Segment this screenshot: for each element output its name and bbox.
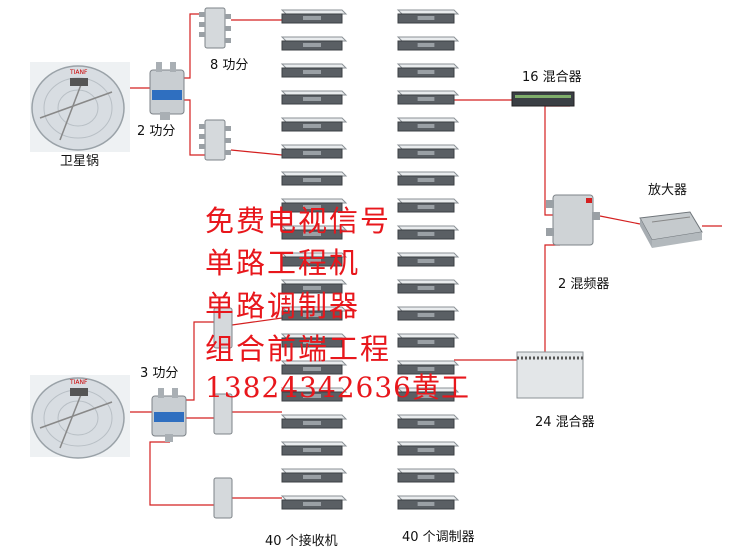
modulators-label: 40 个调制器: [402, 526, 475, 545]
modulator-unit: [398, 307, 458, 320]
receiver-unit: [282, 10, 346, 23]
receiver-unit: [282, 118, 346, 131]
svg-text:TIANF: TIANF: [69, 69, 88, 76]
modulator-unit: [398, 199, 458, 212]
modulator-unit: [398, 226, 458, 239]
receiver-unit: [282, 442, 346, 455]
cable: [545, 245, 560, 352]
cable: [150, 442, 214, 505]
receiver-unit: [282, 145, 346, 158]
promo-line-2: 单路工程机: [205, 240, 360, 282]
receiver-unit: [282, 37, 346, 50]
modulator-unit: [398, 334, 458, 347]
amplifier-label: 放大器: [648, 179, 687, 198]
receiver-unit: [282, 172, 346, 185]
two-splitter-label: 2 功分: [137, 120, 175, 139]
modulator-stack: [398, 10, 458, 509]
promo-line-1: 免费电视信号: [205, 198, 391, 240]
mixer16-label: 16 混合器: [522, 66, 582, 85]
receivers-label: 40 个接收机: [265, 530, 338, 549]
eight-way-splitter-top: [199, 8, 231, 48]
receiver-unit: [282, 91, 346, 104]
modulator-unit: [398, 10, 458, 23]
satellite-dish-label: 卫星锅: [60, 150, 99, 169]
modulator-unit: [398, 469, 458, 482]
cable: [231, 150, 282, 155]
modulator-unit: [398, 91, 458, 104]
modulator-unit: [398, 145, 458, 158]
three-splitter-label: 3 功分: [140, 362, 178, 381]
modulator-unit: [398, 64, 458, 77]
two-way-diplexer: [546, 195, 600, 245]
three-way-splitter: [152, 388, 186, 442]
modulator-unit: [398, 118, 458, 131]
twenty-four-way-mixer: [517, 352, 583, 398]
satellite-dish-top: TIANF: [30, 62, 130, 152]
cable: [600, 216, 640, 224]
receiver-unit: [282, 415, 346, 428]
eight-splitter-label: 8 功分: [210, 54, 248, 73]
satellite-dish-bottom: TIANF: [30, 375, 130, 458]
modulator-unit: [398, 442, 458, 455]
diplexer-label: 2 混频器: [558, 273, 609, 292]
svg-text:TIANF: TIANF: [69, 379, 88, 386]
eight-way-splitter-b3: [214, 478, 232, 518]
modulator-unit: [398, 37, 458, 50]
modulator-unit: [398, 253, 458, 266]
modulator-unit: [398, 496, 458, 509]
promo-line-3: 单路调制器: [205, 283, 360, 325]
modulator-unit: [398, 415, 458, 428]
eight-way-splitter-middle: [199, 120, 231, 160]
receiver-unit: [282, 496, 346, 509]
receiver-unit: [282, 469, 346, 482]
promo-line-4: 组合前端工程: [205, 326, 391, 368]
modulator-unit: [398, 172, 458, 185]
modulator-unit: [398, 280, 458, 293]
two-way-splitter: [150, 62, 184, 120]
receiver-unit: [282, 64, 346, 77]
amplifier: [640, 212, 702, 248]
mixer24-label: 24 混合器: [535, 411, 595, 430]
sixteen-way-mixer: [512, 92, 574, 106]
promo-line-5: 13824342636黄工: [205, 366, 470, 406]
